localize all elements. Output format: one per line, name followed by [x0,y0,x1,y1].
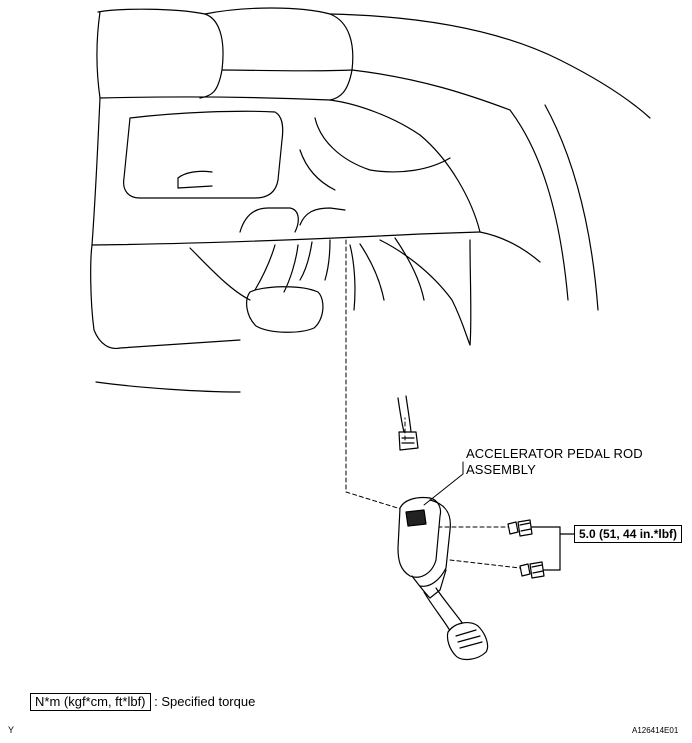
corner-letter: Y [8,725,15,735]
figure-code: A126414E01 [632,726,679,735]
part-label-line-1: ACCELERATOR PEDAL ROD [466,446,643,461]
part-label: ACCELERATOR PEDAL ROD ASSEMBLY [466,446,643,478]
torque-bracket [531,526,575,571]
legend-unit-box: N*m (kgf*cm, ft*lbf) [30,693,151,711]
instrument-panel-drawing [90,7,651,393]
legend-description: : Specified torque [154,694,256,709]
torque-legend: N*m (kgf*cm, ft*lbf) : Specified torque [30,693,255,711]
part-label-line-2: ASSEMBLY [466,462,536,477]
wire-harness-connector [397,395,419,451]
torque-spec-box: 5.0 (51, 44 in.*lbf) [574,525,683,543]
installation-guide-lines [345,239,521,569]
part-label-leader [423,461,464,506]
accelerator-pedal-assembly-drawing [397,496,545,661]
